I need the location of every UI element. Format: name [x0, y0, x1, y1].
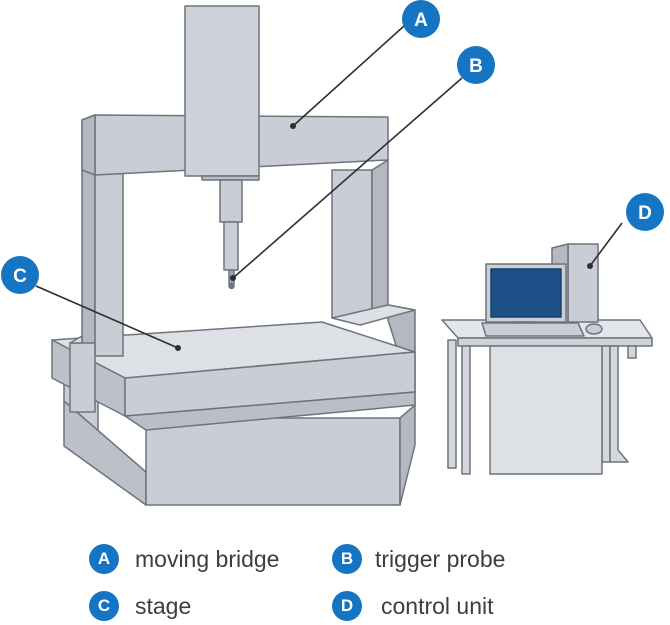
svg-text:D: D: [638, 203, 652, 224]
svg-text:A: A: [414, 10, 428, 31]
callout-d: D: [626, 193, 664, 231]
z-column: [184, 5, 260, 271]
control-unit: [481, 243, 603, 337]
callout-a: A: [402, 0, 440, 38]
callout-line-d: [589, 222, 623, 267]
machine-base: [63, 368, 416, 506]
svg-text:C: C: [13, 266, 27, 287]
bridge-right-pillar: [331, 159, 416, 406]
desk: [441, 319, 653, 475]
callout-b: B: [457, 46, 495, 84]
callout-line-c: [35, 285, 179, 349]
callout-line-a: [292, 25, 405, 127]
svg-text:B: B: [469, 56, 483, 77]
callout-line-b: [232, 77, 463, 279]
callout-c: C: [1, 256, 39, 294]
